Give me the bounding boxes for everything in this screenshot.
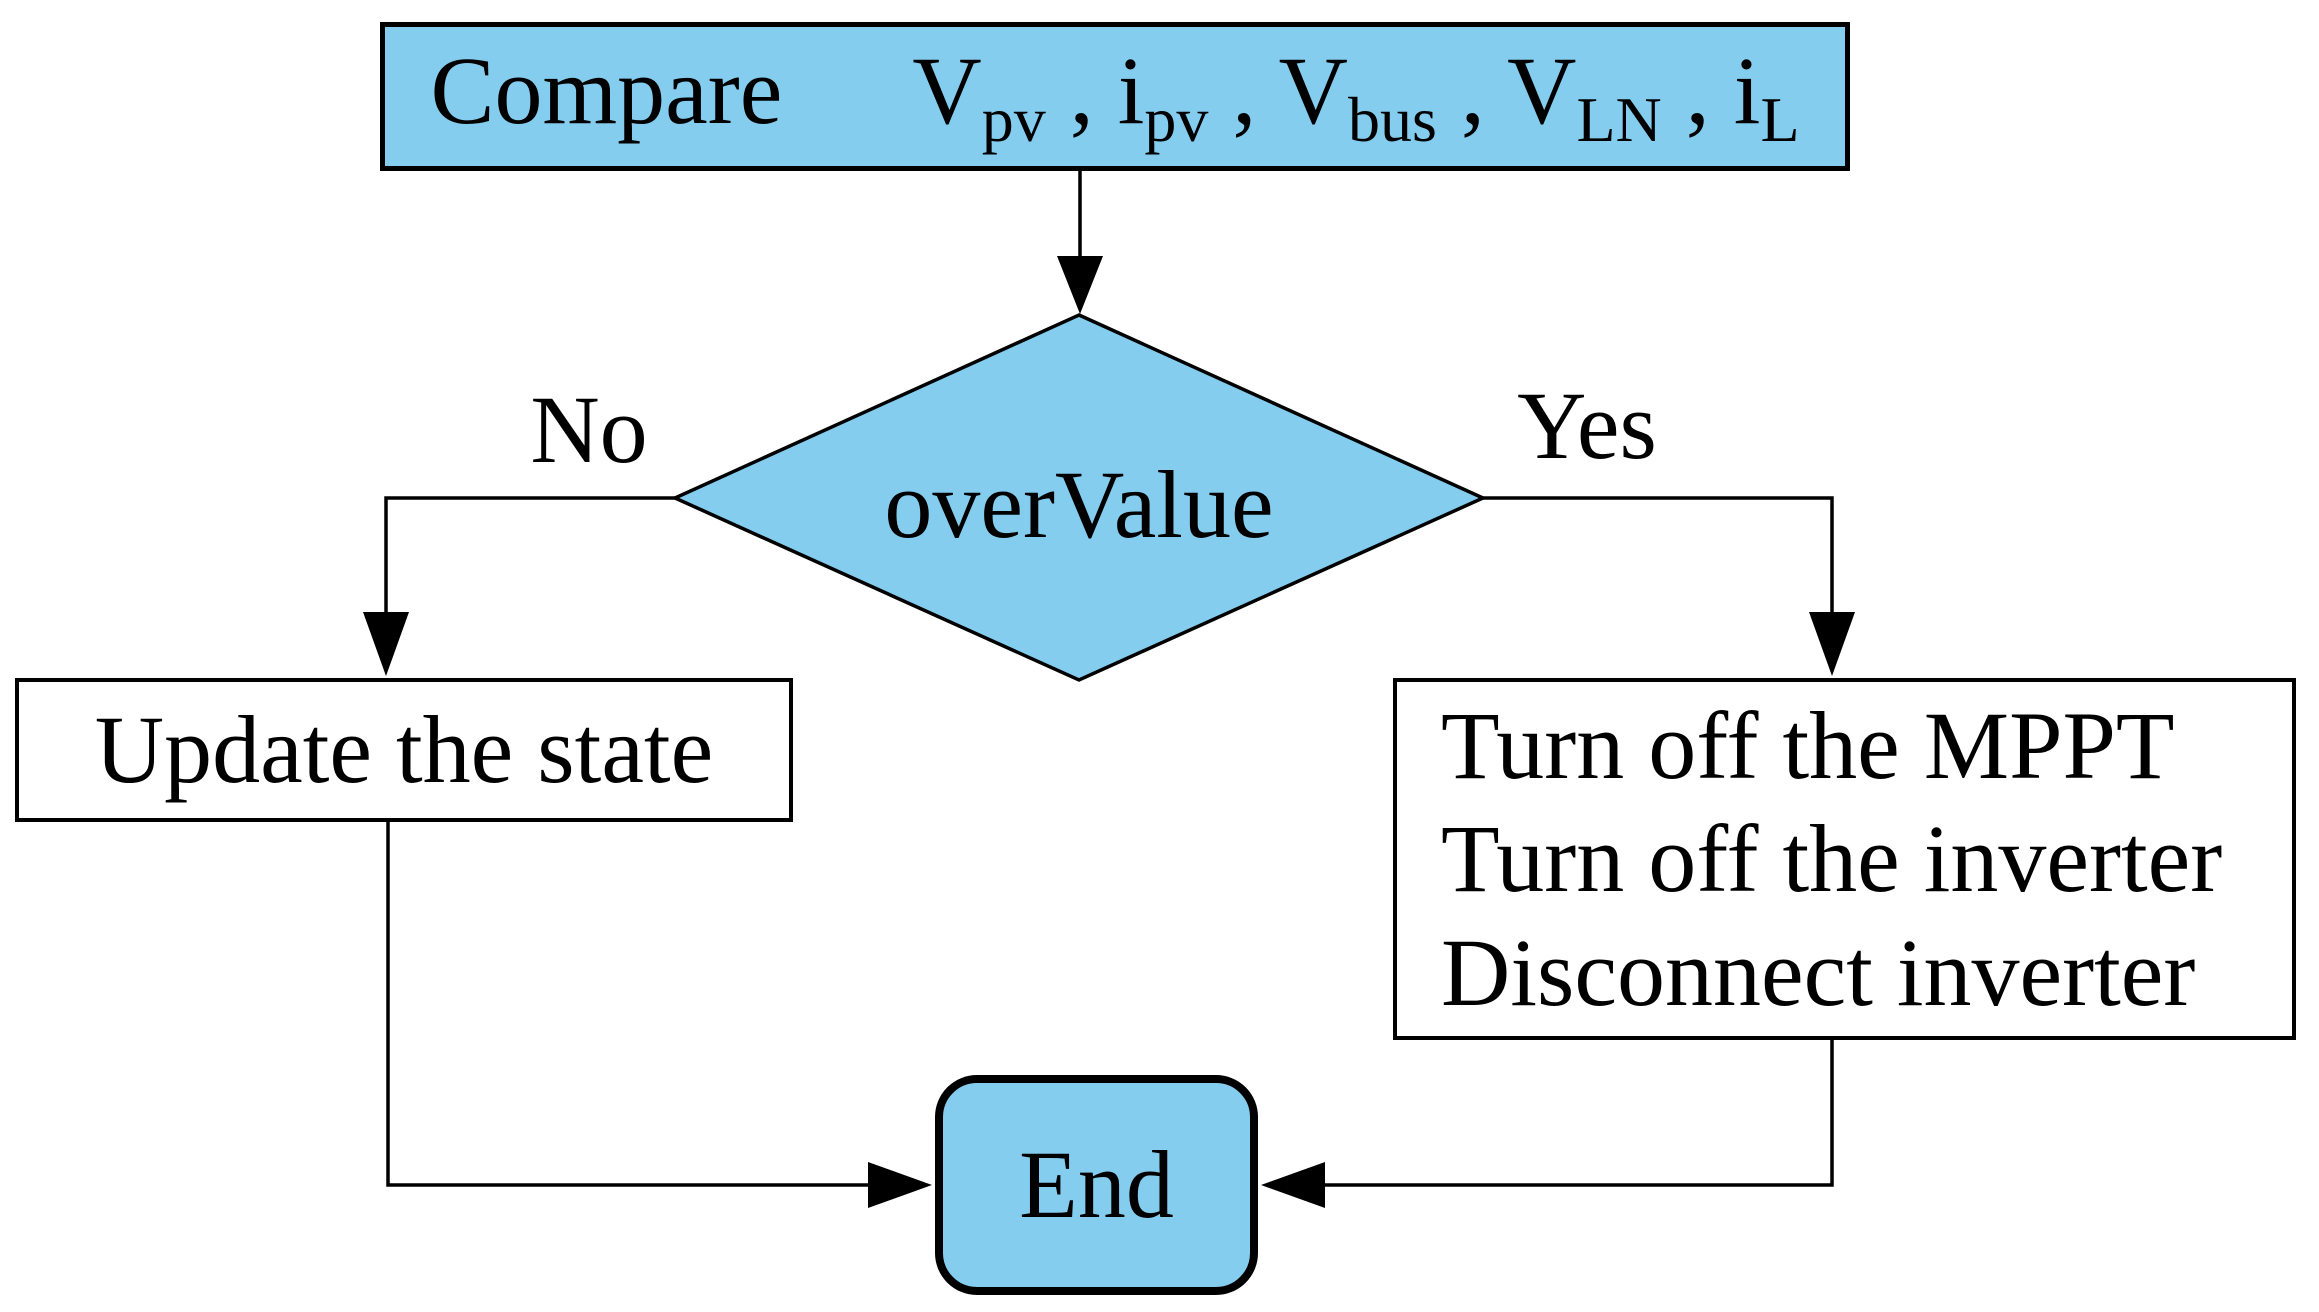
edge-shutdown-to-end	[1320, 1040, 1834, 1187]
symbol-subscript: L	[1760, 83, 1800, 155]
shutdown-line-1: Turn off the MPPT	[1441, 692, 2175, 800]
symbol-subscript: bus	[1347, 83, 1437, 155]
symbol-subscript: pv	[1144, 83, 1209, 155]
shutdown-line-3: Disconnect inverter	[1441, 918, 2196, 1026]
decision-label: overValue	[884, 451, 1274, 559]
arrowhead-down-update-icon	[363, 612, 409, 676]
symbol-base: V	[1278, 36, 1348, 144]
compare-prefix: Compare	[430, 36, 783, 144]
update-state-label: Update the state	[94, 696, 714, 804]
arrowhead-down-shutdown-icon	[1809, 612, 1855, 676]
symbol-subscript: LN	[1576, 83, 1662, 155]
decision-diamond	[670, 313, 1488, 682]
symbol-subscript: pv	[981, 83, 1046, 155]
update-state-box: Update the state	[15, 678, 793, 822]
symbol-base: i	[1117, 36, 1145, 144]
arrowhead-right-end-icon	[868, 1162, 932, 1208]
no-branch-label: No	[530, 376, 648, 483]
arrowhead-down-decision-icon	[1057, 256, 1103, 314]
edge-update-to-end	[386, 822, 873, 1187]
edge-no-branch	[384, 496, 675, 616]
edge-yes-branch	[1483, 496, 1834, 616]
symbol-base: V	[1507, 36, 1577, 144]
shutdown-line-2: Turn off the inverter	[1441, 805, 2223, 913]
yes-branch-label: Yes	[1517, 372, 1657, 479]
symbol-base: V	[912, 36, 982, 144]
symbol-base: i	[1733, 36, 1761, 144]
arrowhead-left-end-icon	[1261, 1162, 1325, 1208]
end-label: End	[1019, 1131, 1174, 1239]
shutdown-box: Turn off the MPPT Turn off the inverter …	[1393, 678, 2296, 1040]
end-box: End	[935, 1075, 1258, 1295]
